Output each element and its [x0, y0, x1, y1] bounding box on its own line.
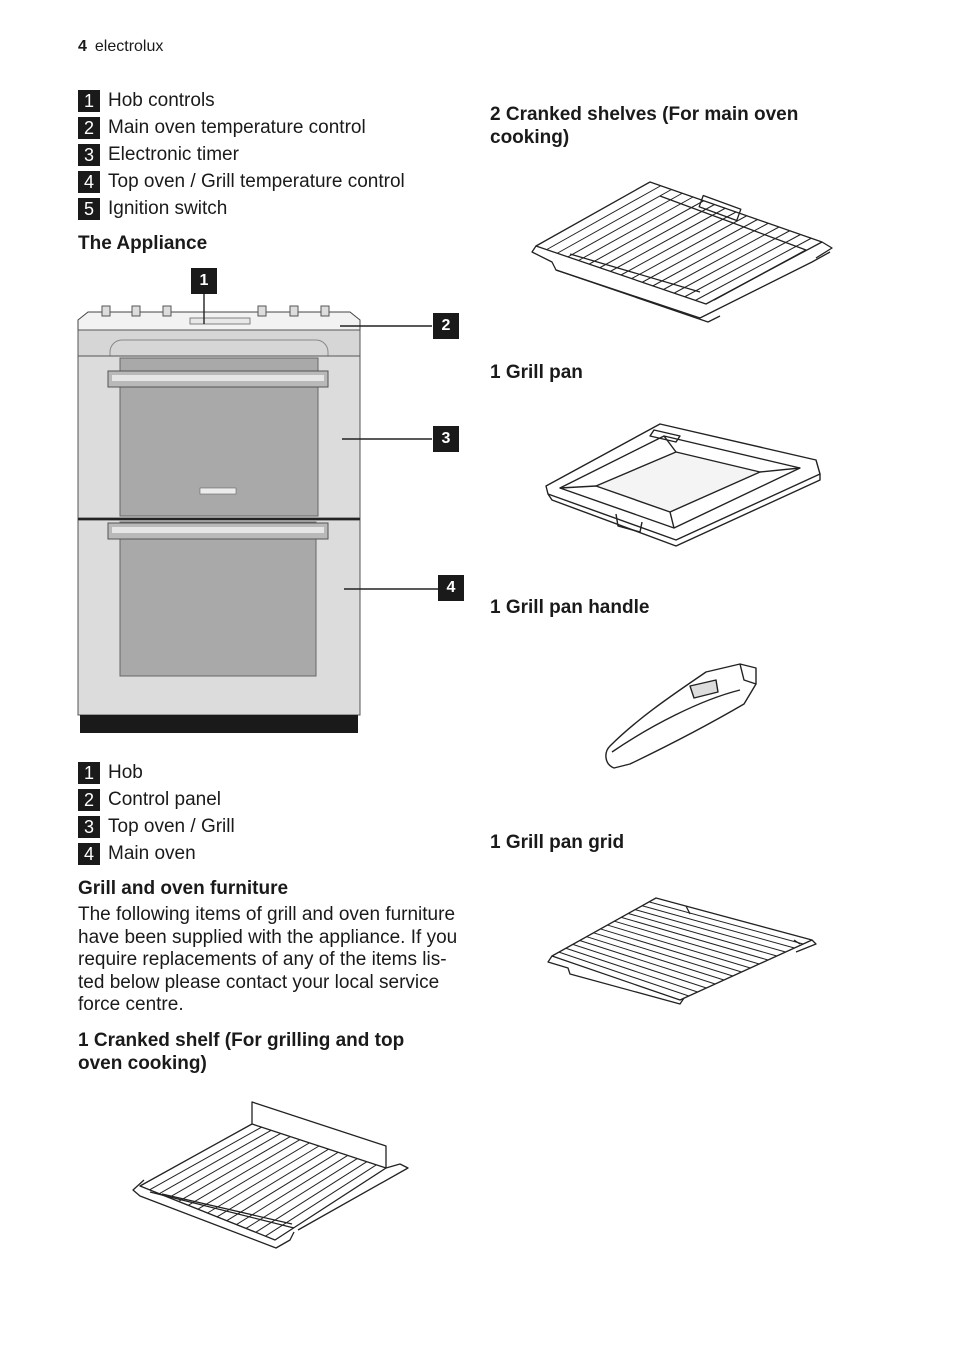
rack-wire — [635, 909, 786, 953]
item-number: 1 — [78, 90, 100, 112]
item-number: 5 — [78, 198, 100, 220]
item-heading-grill-pan-grid: 1 Grill pan grid — [490, 832, 625, 853]
item-label: Hob controls — [108, 90, 215, 111]
rack-wire — [558, 951, 689, 997]
item-number: 3 — [78, 816, 100, 838]
rack-wire — [159, 1129, 272, 1195]
rack-wire — [178, 1136, 291, 1202]
rack-wire — [168, 1132, 281, 1199]
heading-line: 1 Cranked shelf (For grilling and top — [78, 1030, 405, 1051]
rack-wire — [578, 196, 694, 261]
list-item: 1 Hob — [78, 761, 143, 785]
list-item: 4 Top oven / Grill temperature control — [78, 170, 405, 194]
rack-wire — [593, 932, 733, 977]
rack-wire — [255, 1161, 368, 1233]
rack-wire — [226, 1151, 339, 1222]
item-label: Top oven / Grill — [108, 816, 235, 837]
paragraph-line: ted below please contact your local serv… — [78, 971, 440, 993]
rack-wire — [207, 1145, 320, 1214]
heading-line: 2 Cranked shelves (For main oven — [490, 104, 799, 125]
item-number: 2 — [78, 789, 100, 811]
item-number: 4 — [78, 171, 100, 193]
heading-line: oven cooking) — [78, 1053, 207, 1074]
callout-3: 3 — [433, 426, 459, 452]
item-heading-grill-pan: 1 Grill pan — [490, 362, 583, 383]
callout-2: 2 — [433, 313, 459, 339]
item-heading-cranked-shelf: 1 Cranked shelf (For grilling and top ov… — [78, 1029, 404, 1075]
rack-wire — [684, 234, 801, 298]
item-label: Control panel — [108, 789, 222, 810]
rack-wire — [663, 226, 780, 290]
rack-wire — [567, 192, 683, 258]
item-label: Ignition switch — [108, 198, 228, 219]
list-item: 1 Hob controls — [78, 89, 215, 113]
rack-wire — [197, 1142, 310, 1210]
rack-wire — [565, 947, 698, 993]
rack-wire — [579, 940, 716, 985]
list-item: 3 Electronic timer — [78, 143, 239, 167]
list-item: 2 Main oven temperature control — [78, 116, 366, 140]
heading-line: cooking) — [490, 127, 570, 148]
rack-wire — [236, 1155, 348, 1225]
paragraph-line: The following items of grill and oven fu… — [78, 904, 456, 925]
brand-name: electrolux — [94, 38, 164, 55]
list-item: 4 Main oven — [78, 842, 196, 866]
rack-wire — [586, 936, 725, 981]
rack-wire — [610, 207, 726, 272]
rack-wire — [216, 1148, 329, 1218]
paragraph-line: require replacements of any of the items… — [78, 949, 447, 971]
page-number: 4 — [78, 38, 87, 55]
rack-wire — [149, 1126, 262, 1191]
section-heading-furniture: Grill and oven furniture — [78, 878, 289, 899]
rack-wire — [546, 185, 661, 251]
item-heading-grill-pan-handle: 1 Grill pan handle — [490, 597, 650, 618]
rack-wire — [572, 943, 707, 989]
rack-wire — [557, 189, 672, 254]
rack-wire — [631, 215, 747, 280]
rack-wire — [673, 230, 790, 294]
rack-wire — [620, 211, 737, 276]
item-label: Electronic timer — [108, 144, 239, 165]
rack-wire — [265, 1164, 377, 1237]
item-label: Top oven / Grill temperature control — [108, 171, 405, 192]
rack-wire — [652, 222, 769, 287]
rack-wire — [599, 204, 715, 269]
rack-wire — [245, 1158, 358, 1229]
paragraph-line: have been supplied with the appliance. I… — [78, 926, 458, 948]
rack-wire — [614, 920, 760, 965]
item-label: Main oven — [108, 843, 196, 864]
furniture-paragraph: The following items of grill and oven fu… — [78, 904, 470, 1017]
rack-wire — [621, 916, 769, 961]
callout-4: 4 — [438, 575, 464, 601]
list-item: 2 Control panel — [78, 788, 221, 812]
item-number: 2 — [78, 117, 100, 139]
rack-wire — [187, 1139, 301, 1206]
rack-wire — [628, 912, 777, 957]
item-label: Main oven temperature control — [108, 117, 366, 138]
callout-1: 1 — [191, 268, 217, 294]
rack-wire — [641, 905, 795, 949]
list-item: 3 Top oven / Grill — [78, 815, 235, 839]
paragraph-line: force centre. — [78, 994, 184, 1016]
section-heading-appliance: The Appliance — [78, 233, 208, 254]
item-heading-cranked-shelves: 2 Cranked shelves (For main oven cooking… — [490, 103, 798, 149]
rack-wire — [642, 219, 758, 283]
rack-wire — [648, 901, 804, 945]
rack-wire — [607, 924, 751, 969]
item-label: Hob — [108, 762, 143, 783]
item-number: 4 — [78, 843, 100, 865]
rack-wire — [600, 928, 742, 973]
item-number: 1 — [78, 762, 100, 784]
item-number: 3 — [78, 144, 100, 166]
page-header: 4 electrolux — [78, 38, 163, 56]
rack-wire — [695, 237, 812, 301]
list-item: 5 Ignition switch — [78, 197, 227, 221]
rack-wire — [588, 200, 704, 265]
